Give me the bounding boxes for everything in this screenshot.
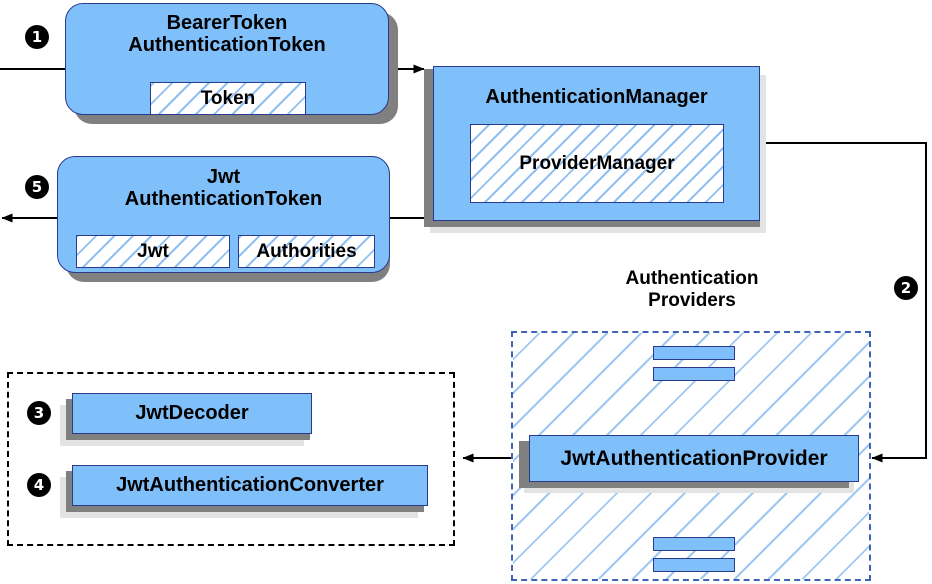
bearer-token-inner-token-label: Token [200, 87, 256, 109]
bearer-token-title: BearerToken AuthenticationToken [128, 12, 326, 57]
jwt-decoder-title: JwtDecoder [135, 402, 249, 425]
provider-bar-top-2 [653, 367, 735, 381]
bearer-token-inner-token: Token [150, 82, 306, 115]
provider-bar-top-1 [653, 346, 735, 360]
jwt-support-group [7, 372, 455, 546]
node-bearer-token-authentication-token[interactable]: BearerToken AuthenticationToken Token [65, 3, 389, 115]
jwt-token-inner-jwt-label: Jwt [137, 240, 169, 262]
authentication-manager-inner-provider-manager: ProviderManager [470, 124, 724, 203]
provider-bar-bottom-2 [653, 558, 735, 572]
node-authentication-manager[interactable]: AuthenticationManager ProviderManager [433, 66, 760, 221]
provider-manager-label: ProviderManager [519, 152, 675, 174]
node-jwt-authentication-converter[interactable]: JwtAuthenticationConverter [72, 465, 428, 506]
authentication-providers-caption: Authentication Providers [625, 268, 759, 311]
provider-bar-bottom-1 [653, 537, 735, 551]
jwt-converter-title: JwtAuthenticationConverter [116, 474, 384, 497]
step-badge-3: 3 [27, 401, 51, 425]
jwt-provider-title: JwtAuthenticationProvider [560, 446, 828, 470]
step-badge-5: 5 [25, 175, 49, 199]
step-badge-2: 2 [894, 276, 918, 300]
node-jwt-authentication-token[interactable]: Jwt AuthenticationToken Jwt Authorities [57, 156, 390, 273]
jwt-token-title: Jwt AuthenticationToken [124, 166, 323, 211]
authentication-manager-title: AuthenticationManager [485, 86, 708, 108]
jwt-token-inner-authorities: Authorities [238, 235, 375, 268]
jwt-token-inner-jwt: Jwt [76, 235, 230, 268]
node-jwt-authentication-provider[interactable]: JwtAuthenticationProvider [529, 435, 859, 482]
node-jwt-decoder[interactable]: JwtDecoder [72, 393, 312, 434]
step-badge-1: 1 [25, 25, 49, 49]
jwt-token-inner-authorities-label: Authorities [256, 240, 357, 262]
step-badge-4: 4 [27, 473, 51, 497]
